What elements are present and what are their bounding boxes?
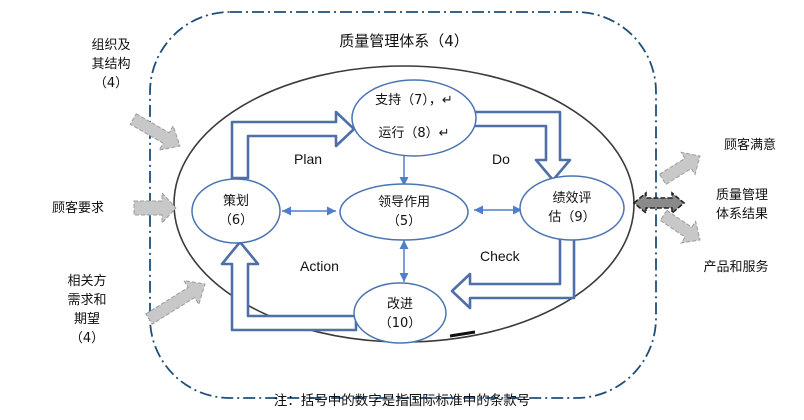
improvement-label: 改进（10） bbox=[378, 297, 422, 331]
organization-input-label: 组织及其结构（4） bbox=[91, 38, 131, 91]
customer-satisfaction-label: 顾客满意 bbox=[723, 138, 776, 153]
do-arrow bbox=[470, 110, 572, 182]
evaluation-label: 绩效评估（9） bbox=[548, 191, 596, 225]
support-node bbox=[351, 79, 477, 157]
improvement-node bbox=[353, 282, 447, 344]
satisfaction-output-arrow bbox=[658, 151, 701, 186]
leadership-label: 领导作用（5） bbox=[377, 195, 430, 229]
check-arrow bbox=[450, 228, 576, 310]
qms-results-output-arrow bbox=[632, 191, 686, 215]
stakeholders-input-arrow bbox=[145, 279, 206, 325]
leadership-node bbox=[339, 183, 469, 241]
qms-results-label: 质量管理体系结果 bbox=[715, 188, 768, 222]
plan-label: Plan bbox=[294, 151, 323, 167]
plan-arrow bbox=[230, 110, 356, 180]
action-label: Action bbox=[300, 258, 339, 274]
footnote: 注：括号中的数字是指国际标准中的条款号 bbox=[273, 393, 531, 409]
action-arrow bbox=[220, 240, 358, 332]
stakeholders-input-label: 相关方需求和期望（4） bbox=[67, 274, 107, 346]
organization-input-arrow bbox=[129, 113, 181, 151]
customer-requirements-input-arrow bbox=[133, 191, 177, 225]
planning-node bbox=[191, 178, 281, 244]
check-label: Check bbox=[480, 248, 520, 264]
products-output-arrow bbox=[659, 209, 701, 244]
do-label: Do bbox=[492, 151, 510, 167]
evaluation-node bbox=[519, 175, 625, 241]
diagram-title: 质量管理体系（4） bbox=[339, 32, 469, 50]
customer-requirements-label: 顾客要求 bbox=[51, 201, 104, 216]
planning-label: 策划（6） bbox=[218, 194, 254, 228]
qms-boundary-frame bbox=[149, 11, 657, 399]
products-services-label: 产品和服务 bbox=[703, 260, 769, 275]
support-label: 支持（7），↵ 运行（8）↵ bbox=[375, 93, 453, 141]
